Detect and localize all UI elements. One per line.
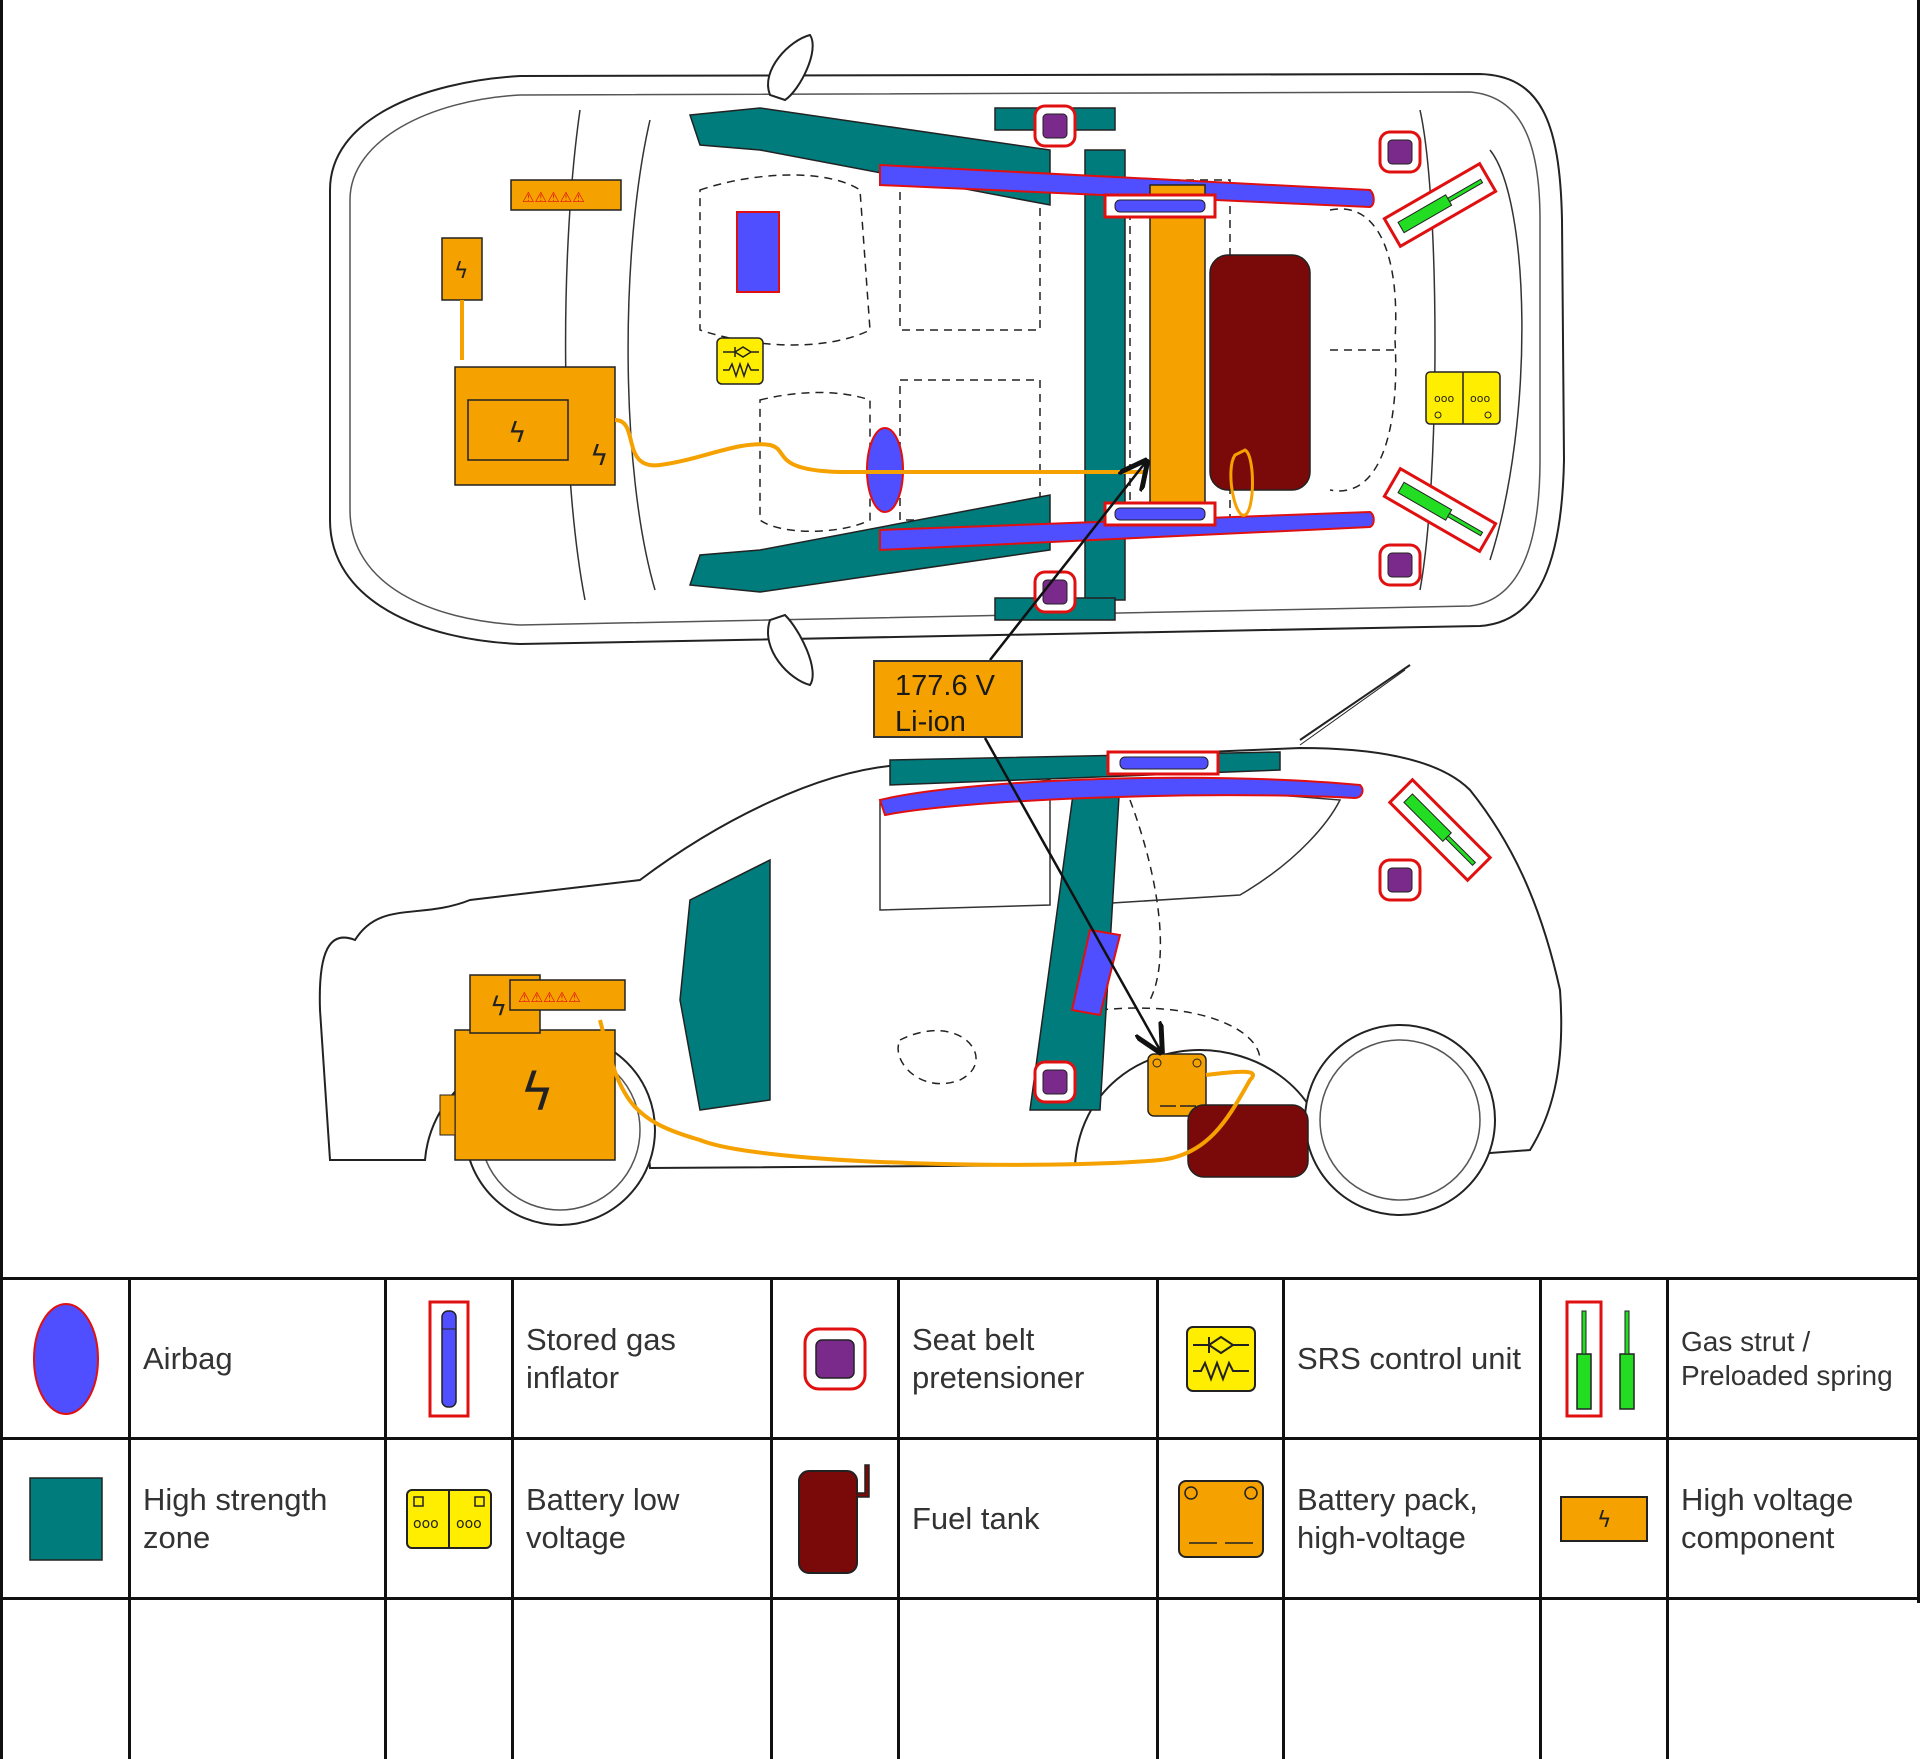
rescue-diagram: ooo ooo ⚠⚠⚠⚠⚠ ϟ ϟ ϟ xyxy=(0,0,1920,1270)
seat-belt-pretensioner-icon xyxy=(802,1326,868,1392)
legend-label-fuel-tank: Fuel tank xyxy=(899,1439,1158,1599)
svg-text:ϟ: ϟ xyxy=(454,259,469,284)
fuel-tank-icon xyxy=(797,1463,873,1575)
callout-voltage: 177.6 V xyxy=(895,668,1021,704)
legend-symbol-battery-pack-hv xyxy=(1158,1439,1284,1599)
svg-text:ϟ: ϟ xyxy=(490,992,507,1022)
svg-text:ooo: ooo xyxy=(1434,392,1454,405)
legend-symbol-srs-control-unit xyxy=(1158,1279,1284,1439)
legend-symbol-high-voltage-component: ϟ xyxy=(1541,1439,1668,1599)
high-voltage-component-icon: ϟ xyxy=(1559,1495,1649,1543)
svg-text:⚠⚠⚠⚠⚠: ⚠⚠⚠⚠⚠ xyxy=(522,190,585,206)
legend-row-partial xyxy=(2,1599,1920,1759)
stored-gas-inflator-icon xyxy=(427,1299,471,1419)
svg-text:ϟ: ϟ xyxy=(508,416,526,449)
gas-strut-icon xyxy=(1564,1299,1644,1419)
car-side-view: ϟ ϟ ⚠⚠⚠⚠⚠ xyxy=(320,665,1561,1225)
legend-label-srs-control-unit: SRS control unit xyxy=(1284,1279,1541,1439)
legend-label-airbag: Airbag xyxy=(130,1279,386,1439)
legend-symbol-fuel-tank xyxy=(772,1439,899,1599)
legend-symbol-gas-strut xyxy=(1541,1279,1668,1439)
svg-text:⚠⚠⚠⚠⚠: ⚠⚠⚠⚠⚠ xyxy=(518,990,581,1006)
car-top-view: ooo ooo ⚠⚠⚠⚠⚠ ϟ ϟ ϟ xyxy=(330,35,1564,685)
airbag-icon xyxy=(31,1301,101,1417)
battery-voltage-callout: 177.6 V Li-ion xyxy=(873,660,1023,738)
svg-text:ooo: ooo xyxy=(1470,392,1490,405)
legend-label-gas-strut: Gas strut /Preloaded spring xyxy=(1668,1279,1920,1439)
srs-control-unit-icon xyxy=(1185,1325,1257,1393)
svg-text:ϟ: ϟ xyxy=(1597,1508,1612,1533)
svg-text:ϟ: ϟ xyxy=(590,439,608,472)
battery-pack-hv-icon xyxy=(1177,1479,1265,1559)
svg-text:ooo: ooo xyxy=(456,1516,482,1532)
legend-symbol-high-strength-zone xyxy=(2,1439,130,1599)
callout-chemistry: Li-ion xyxy=(895,704,1021,740)
svg-text:ϟ: ϟ xyxy=(520,1063,554,1123)
legend-symbol-airbag xyxy=(2,1279,130,1439)
legend-symbol-stored-gas-inflator xyxy=(386,1279,513,1439)
svg-text:ooo: ooo xyxy=(413,1516,439,1532)
legend-label-battery-pack-hv: Battery pack,high-voltage xyxy=(1284,1439,1541,1599)
high-strength-zone-icon xyxy=(28,1476,104,1562)
legend-symbol-seat-belt-pretensioner xyxy=(772,1279,899,1439)
legend-symbol-battery-low-voltage: ooo ooo xyxy=(386,1439,513,1599)
battery-low-voltage-icon: ooo ooo xyxy=(405,1488,493,1550)
